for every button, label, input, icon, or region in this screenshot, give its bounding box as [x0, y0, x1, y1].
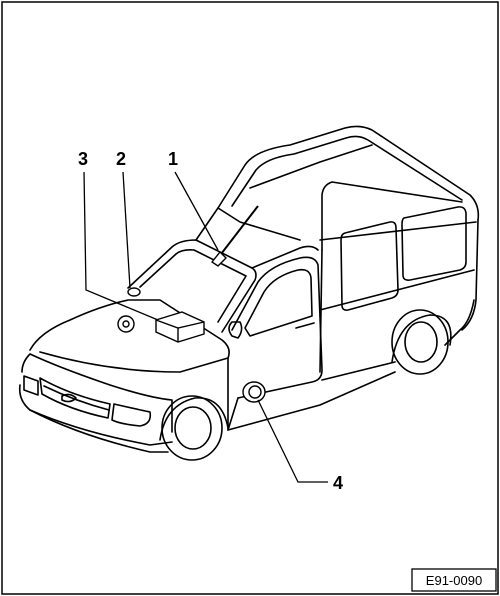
leader-1	[174, 171, 219, 251]
leader-lines	[83, 171, 328, 483]
leader-4	[257, 399, 328, 483]
front-fascia	[21, 353, 173, 433]
side-window-1	[340, 221, 399, 311]
callout-4: 4	[333, 473, 343, 493]
reference-code-box	[411, 568, 497, 592]
rear-wheel-rim	[404, 321, 438, 363]
callout-2: 2	[116, 149, 126, 169]
van-illustration	[18, 125, 480, 461]
rear-wheel-arch	[391, 314, 452, 363]
cab-roof-front	[195, 207, 301, 241]
speaker-cone	[122, 320, 130, 328]
door-window	[244, 268, 313, 337]
components	[117, 205, 266, 403]
rear-wheel	[391, 309, 449, 375]
badge	[61, 393, 77, 403]
van-roof-inner	[231, 135, 463, 207]
front-fender	[227, 357, 239, 431]
reference-code: E91-0090	[426, 573, 482, 588]
headlight-left	[23, 375, 39, 396]
side-sill	[321, 361, 396, 381]
front-wheel	[161, 395, 223, 461]
front-wheel-arch	[159, 397, 229, 441]
roof-ridge	[249, 144, 373, 189]
windshield-frame	[127, 239, 257, 333]
rocker-panel	[227, 371, 396, 431]
side-upper-crease	[319, 221, 477, 241]
bumper-lower	[29, 409, 169, 453]
leader-2	[122, 171, 131, 289]
fuel-filler-inner	[248, 385, 262, 399]
front-bumper	[18, 384, 173, 446]
callout-1: 1	[168, 149, 178, 169]
windshield-component	[127, 287, 141, 297]
side-window-2	[401, 206, 467, 281]
mirror	[228, 321, 243, 339]
a-pillar	[251, 245, 319, 269]
van-side-body	[321, 181, 463, 251]
rear-lower	[444, 299, 475, 346]
door-handle	[295, 322, 315, 329]
antenna-mast	[217, 205, 259, 259]
front-door	[231, 256, 323, 399]
side-lower-body	[319, 249, 323, 373]
hood	[29, 299, 230, 359]
headlight-right	[111, 403, 152, 427]
hood-crease	[39, 351, 229, 373]
van-roof	[217, 125, 480, 221]
leader-3	[83, 171, 159, 321]
windshield-glass	[139, 249, 247, 323]
front-wheel-rim	[174, 406, 212, 450]
grille	[39, 377, 111, 419]
callout-3: 3	[78, 149, 88, 169]
antenna-base	[210, 250, 227, 267]
van-rear-pillar	[461, 219, 479, 331]
grille-bar-1	[43, 385, 110, 411]
side-belt-line	[319, 269, 475, 311]
